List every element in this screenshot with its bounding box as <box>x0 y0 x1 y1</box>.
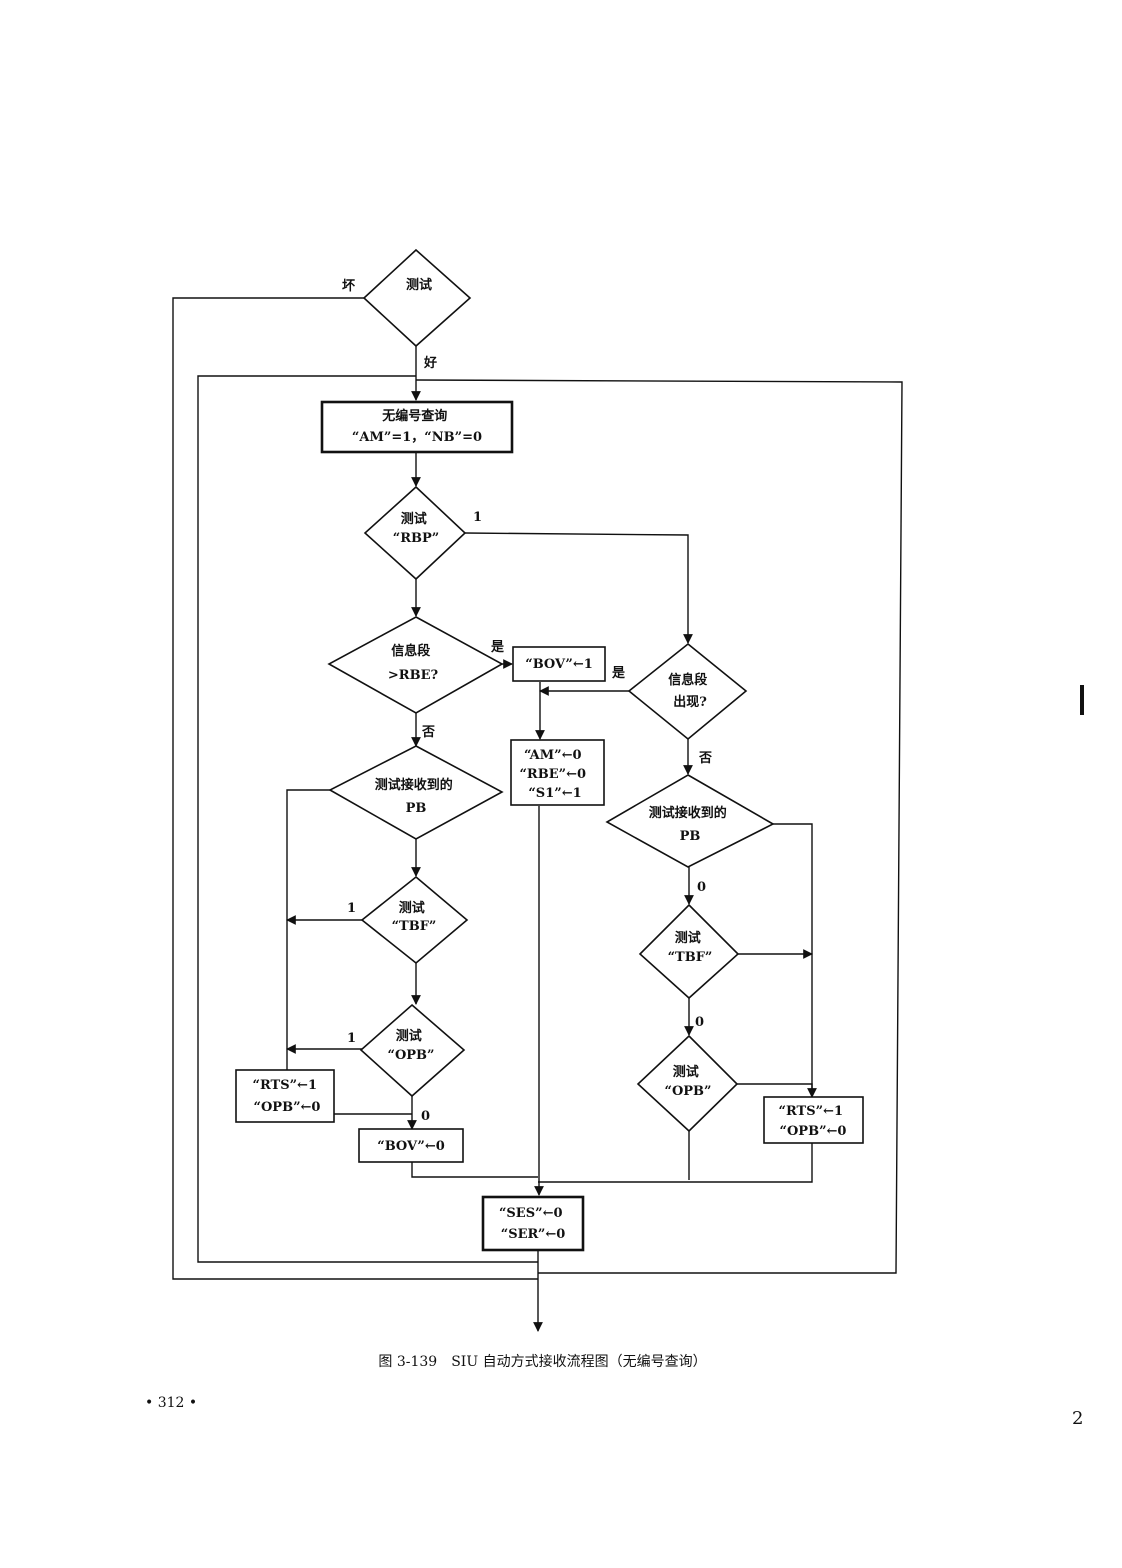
node-bov-set: “BOV”←1 <box>512 646 606 682</box>
label-yes-left: 是 <box>490 640 505 655</box>
node-test-rbp: 测试 “RBP” <box>363 485 467 581</box>
svg-text:“RTS”←1 “OPB”←0: “RTS”←1 “OPB”←0 <box>252 1078 321 1115</box>
edge-bov-clear-merge <box>411 1162 538 1178</box>
label-pb-right-zero: 0 <box>697 880 706 895</box>
node-status-box: “AM”←0 “RBE”←0 “S1”←1 <box>510 739 605 806</box>
edge-right-column <box>773 823 813 1097</box>
node-test-pb-left: 测试接收到的 PB <box>328 745 504 840</box>
edge-labels: 坏 好 1 是 是 否 否 1 1 0 0 0 <box>342 278 712 1124</box>
node-bov-clear: “BOV”←0 <box>358 1128 464 1163</box>
edge-rbp-one <box>464 532 693 644</box>
node-test-tbf-left: 测试 “TBF” <box>360 875 469 965</box>
node-info-gt-rbe: 信息段 >RBE? <box>327 616 504 714</box>
svg-text:测试 “TBF”: 测试 “TBF” <box>392 900 437 934</box>
node-test-start: 测试 <box>362 248 472 348</box>
label-tbf-left-one: 1 <box>347 901 356 916</box>
svg-text:“AM”←0 “RBE”←0 “S1: “AM”←0 “RBE”←0 “S1”←1 <box>519 748 590 801</box>
label-opb-left-one: 1 <box>347 1031 356 1046</box>
edge-main-loop-right <box>415 379 903 1274</box>
svg-text:信息段 >RBE?: 信息段 >RBE? <box>388 643 439 683</box>
node-test-pb-right: 测试接收到的 PB <box>605 774 775 868</box>
node-rts-opb-right: “RTS”←1 “OPB”←0 <box>763 1096 864 1144</box>
figure-caption: 图 3-139 SIU 自动方式接收流程图（无编号查询） <box>378 1354 707 1370</box>
svg-text:测试接收到的 PB: 测试接收到的 PB <box>375 777 458 816</box>
edge-bad-loop <box>172 297 538 1280</box>
node-rts-opb-left: “RTS”←1 “OPB”←0 <box>235 1069 335 1123</box>
label-rbp-one: 1 <box>473 510 482 525</box>
corner-mark: 2 <box>1072 1408 1084 1429</box>
svg-text:“BOV”←0: “BOV”←0 <box>377 1139 445 1154</box>
svg-text:“SES”←0 “SER”←0: “SES”←0 “SER”←0 <box>499 1206 567 1242</box>
svg-text:信息段 出现?: 信息段 出现? <box>668 672 712 710</box>
node-poll-box: 无编号查询 “AM”=1，“NB”=0 <box>320 400 514 454</box>
edge-pb-left-column <box>286 789 330 1070</box>
label-good: 好 <box>423 355 437 371</box>
connector-lines <box>172 297 903 1332</box>
node-text: 测试 <box>406 277 432 293</box>
label-bad: 坏 <box>342 278 355 294</box>
node-test-opb-left: 测试 “OPB” <box>359 1003 466 1098</box>
edge-main-loop <box>197 375 538 1263</box>
label-no-right: 否 <box>698 751 712 766</box>
edge-rts-right-down <box>538 1143 813 1183</box>
label-tbf-right-zero: 0 <box>695 1015 704 1030</box>
node-info-present: 信息段 出现? <box>627 642 748 741</box>
svg-text:测试 “OPB”: 测试 “OPB” <box>664 1064 711 1099</box>
svg-text:“RTS”←1 “OPB”←0: “RTS”←1 “OPB”←0 <box>778 1104 847 1139</box>
node-ses-ser: “SES”←0 “SER”←0 <box>481 1195 585 1252</box>
node-test-tbf-right: 测试 “TBF” <box>638 903 740 1000</box>
label-yes-right: 是 <box>611 666 626 681</box>
svg-text:测试 “TBF”: 测试 “TBF” <box>668 930 713 965</box>
label-no-left: 否 <box>421 725 435 740</box>
svg-text:测试 “RBP”: 测试 “RBP” <box>393 511 440 546</box>
node-test-opb-right: 测试 “OPB” <box>636 1034 739 1133</box>
margin-mark <box>1080 685 1084 715</box>
svg-text:“BOV”←1: “BOV”←1 <box>525 657 593 672</box>
svg-text:测试 “OPB”: 测试 “OPB” <box>387 1028 434 1063</box>
svg-text:测试接收到的 PB: 测试接收到的 PB <box>649 805 732 844</box>
svg-text:无编号查询 “AM”=1，“NB”=0: 无编号查询 “AM”=1，“NB”=0 <box>352 408 482 445</box>
edge-opb-right-one <box>737 1083 817 1098</box>
page-number: • 312 • <box>145 1395 198 1411</box>
label-opb-left-zero: 0 <box>421 1109 430 1124</box>
